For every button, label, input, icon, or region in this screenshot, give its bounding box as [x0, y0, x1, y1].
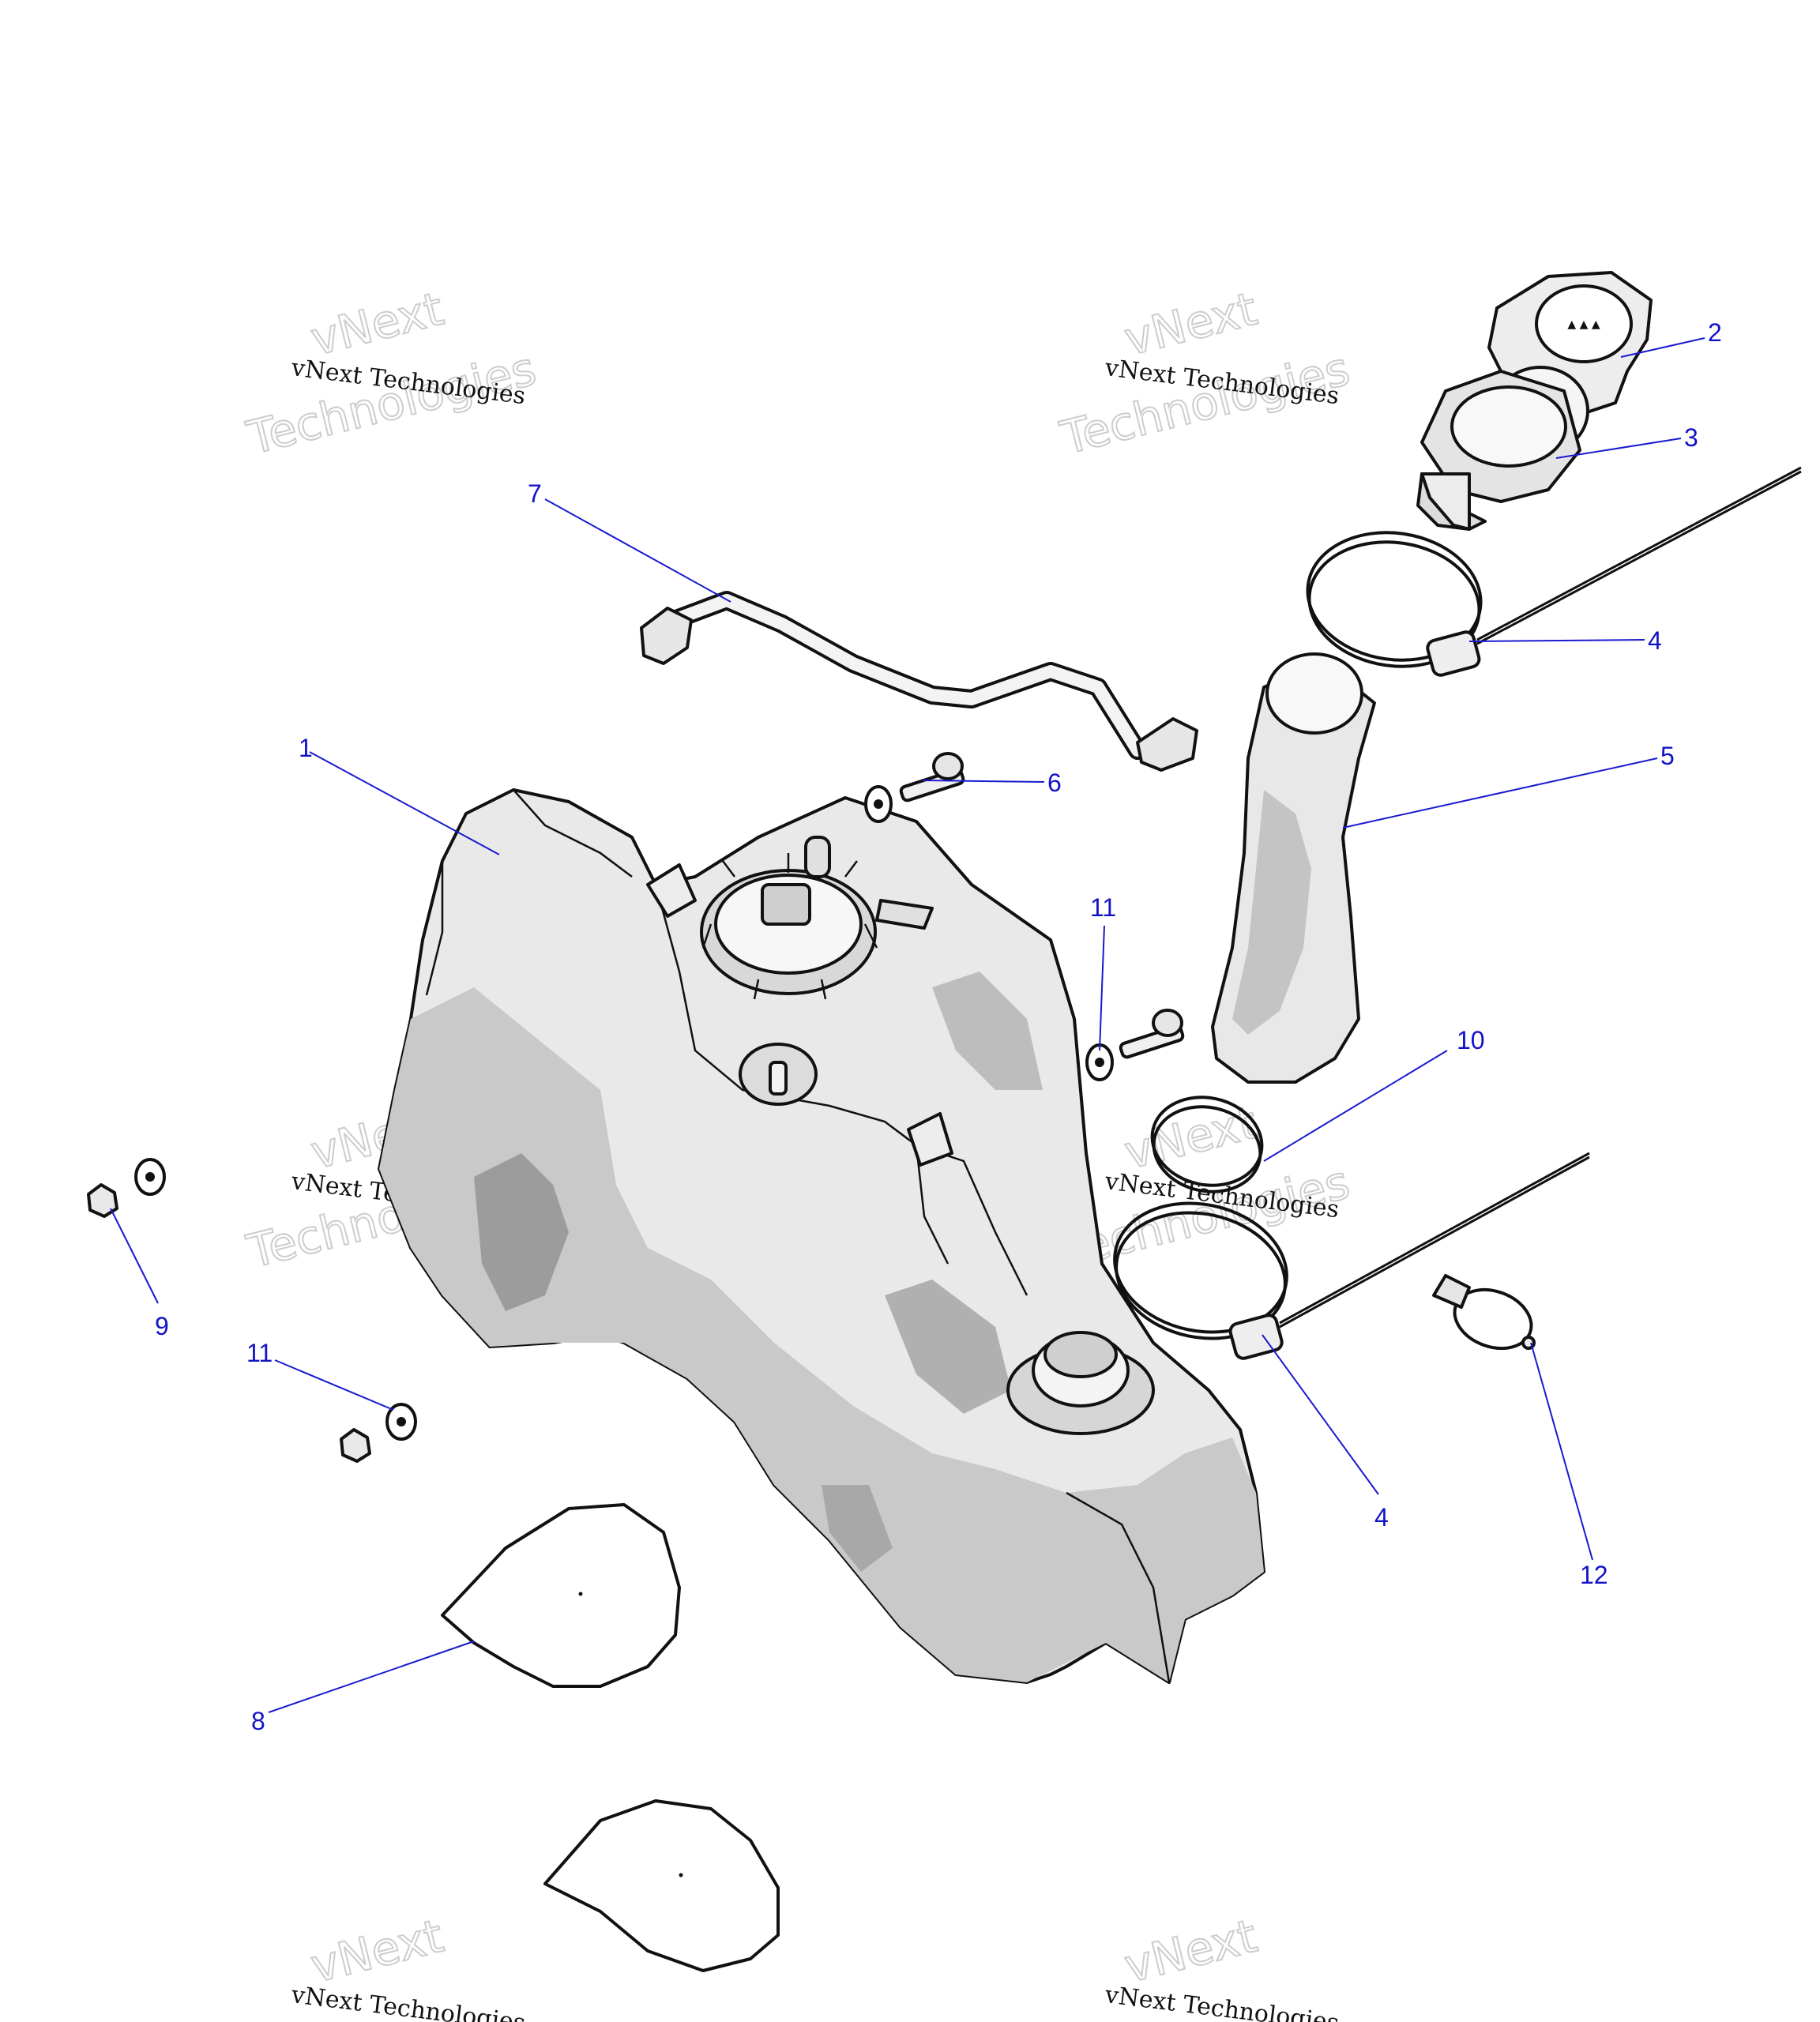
leader-5 [1342, 757, 1658, 829]
callout-8: 8 [251, 1707, 265, 1735]
callout-10: 10 [1457, 1026, 1485, 1054]
cable-tie-upper [441, 1503, 681, 1688]
callouts: 1 2 3 4 5 6 7 8 9 10 11 11 4 12 [155, 318, 1722, 1735]
watermark-big-1: vNext [306, 1909, 449, 1994]
callout-11-upper: 11 [1090, 893, 1116, 922]
watermark-big-1: vNext [1119, 282, 1262, 366]
leader-9 [110, 1208, 159, 1304]
leader-2 [1620, 337, 1705, 358]
leader-lines [110, 337, 1705, 1713]
callout-6: 6 [1047, 769, 1062, 797]
leader-4b [1262, 1334, 1379, 1495]
nut-washer-left [87, 1158, 166, 1218]
leader-7 [544, 498, 731, 603]
callout-12: 12 [1580, 1561, 1608, 1589]
leader-8 [268, 1641, 475, 1713]
callout-1: 1 [299, 734, 313, 762]
hose-clamp-small [1150, 1096, 1264, 1193]
watermark-big-1: vNext [306, 282, 449, 366]
fuel-tank [378, 788, 1265, 1684]
leader-4a [1468, 639, 1645, 642]
callout-7: 7 [528, 479, 542, 508]
leader-6 [922, 780, 1045, 783]
callout-2: 2 [1708, 318, 1722, 347]
svg-text:▲ ▲ ▲: ▲ ▲ ▲ [1567, 318, 1600, 331]
watermark-6: vNext vNext Technologies [1103, 1908, 1341, 2022]
watermark-5: vNext vNext Technologies [289, 1908, 527, 2022]
callout-5: 5 [1660, 742, 1675, 770]
clamp-lower [1113, 1152, 1590, 1360]
small-hose-clamp [1432, 1274, 1536, 1351]
filler-neck [1416, 366, 1589, 531]
cable-tie-lower [543, 1799, 780, 1972]
callout-3: 3 [1684, 423, 1698, 452]
fuel-line [640, 591, 1198, 772]
callout-11-lower: 11 [246, 1339, 273, 1367]
leader-11a [1099, 925, 1105, 1051]
washer-nut-lower [340, 1403, 417, 1463]
leader-12 [1530, 1342, 1593, 1561]
leader-3 [1555, 438, 1682, 459]
clamp-upper [1306, 466, 1802, 677]
watermark-1: vNext Technologies vNext Technologies [241, 281, 542, 466]
washer-bolt-right [1085, 1009, 1185, 1081]
filler-hose [1211, 652, 1376, 1084]
leader-11b [274, 1359, 394, 1411]
leader-10 [1263, 1050, 1448, 1162]
watermark-2: vNext Technologies vNext Technologies [1055, 281, 1356, 466]
watermark-small: vNext Technologies [289, 1981, 527, 2022]
watermark-small: vNext Technologies [1103, 1981, 1341, 2022]
leader-1 [309, 751, 500, 855]
bolt-washer-upper [864, 752, 965, 823]
callout-4-upper: 4 [1648, 626, 1662, 655]
callout-9: 9 [155, 1312, 169, 1340]
callout-4-lower: 4 [1374, 1503, 1389, 1532]
watermark-big-1: vNext [1119, 1909, 1262, 1994]
